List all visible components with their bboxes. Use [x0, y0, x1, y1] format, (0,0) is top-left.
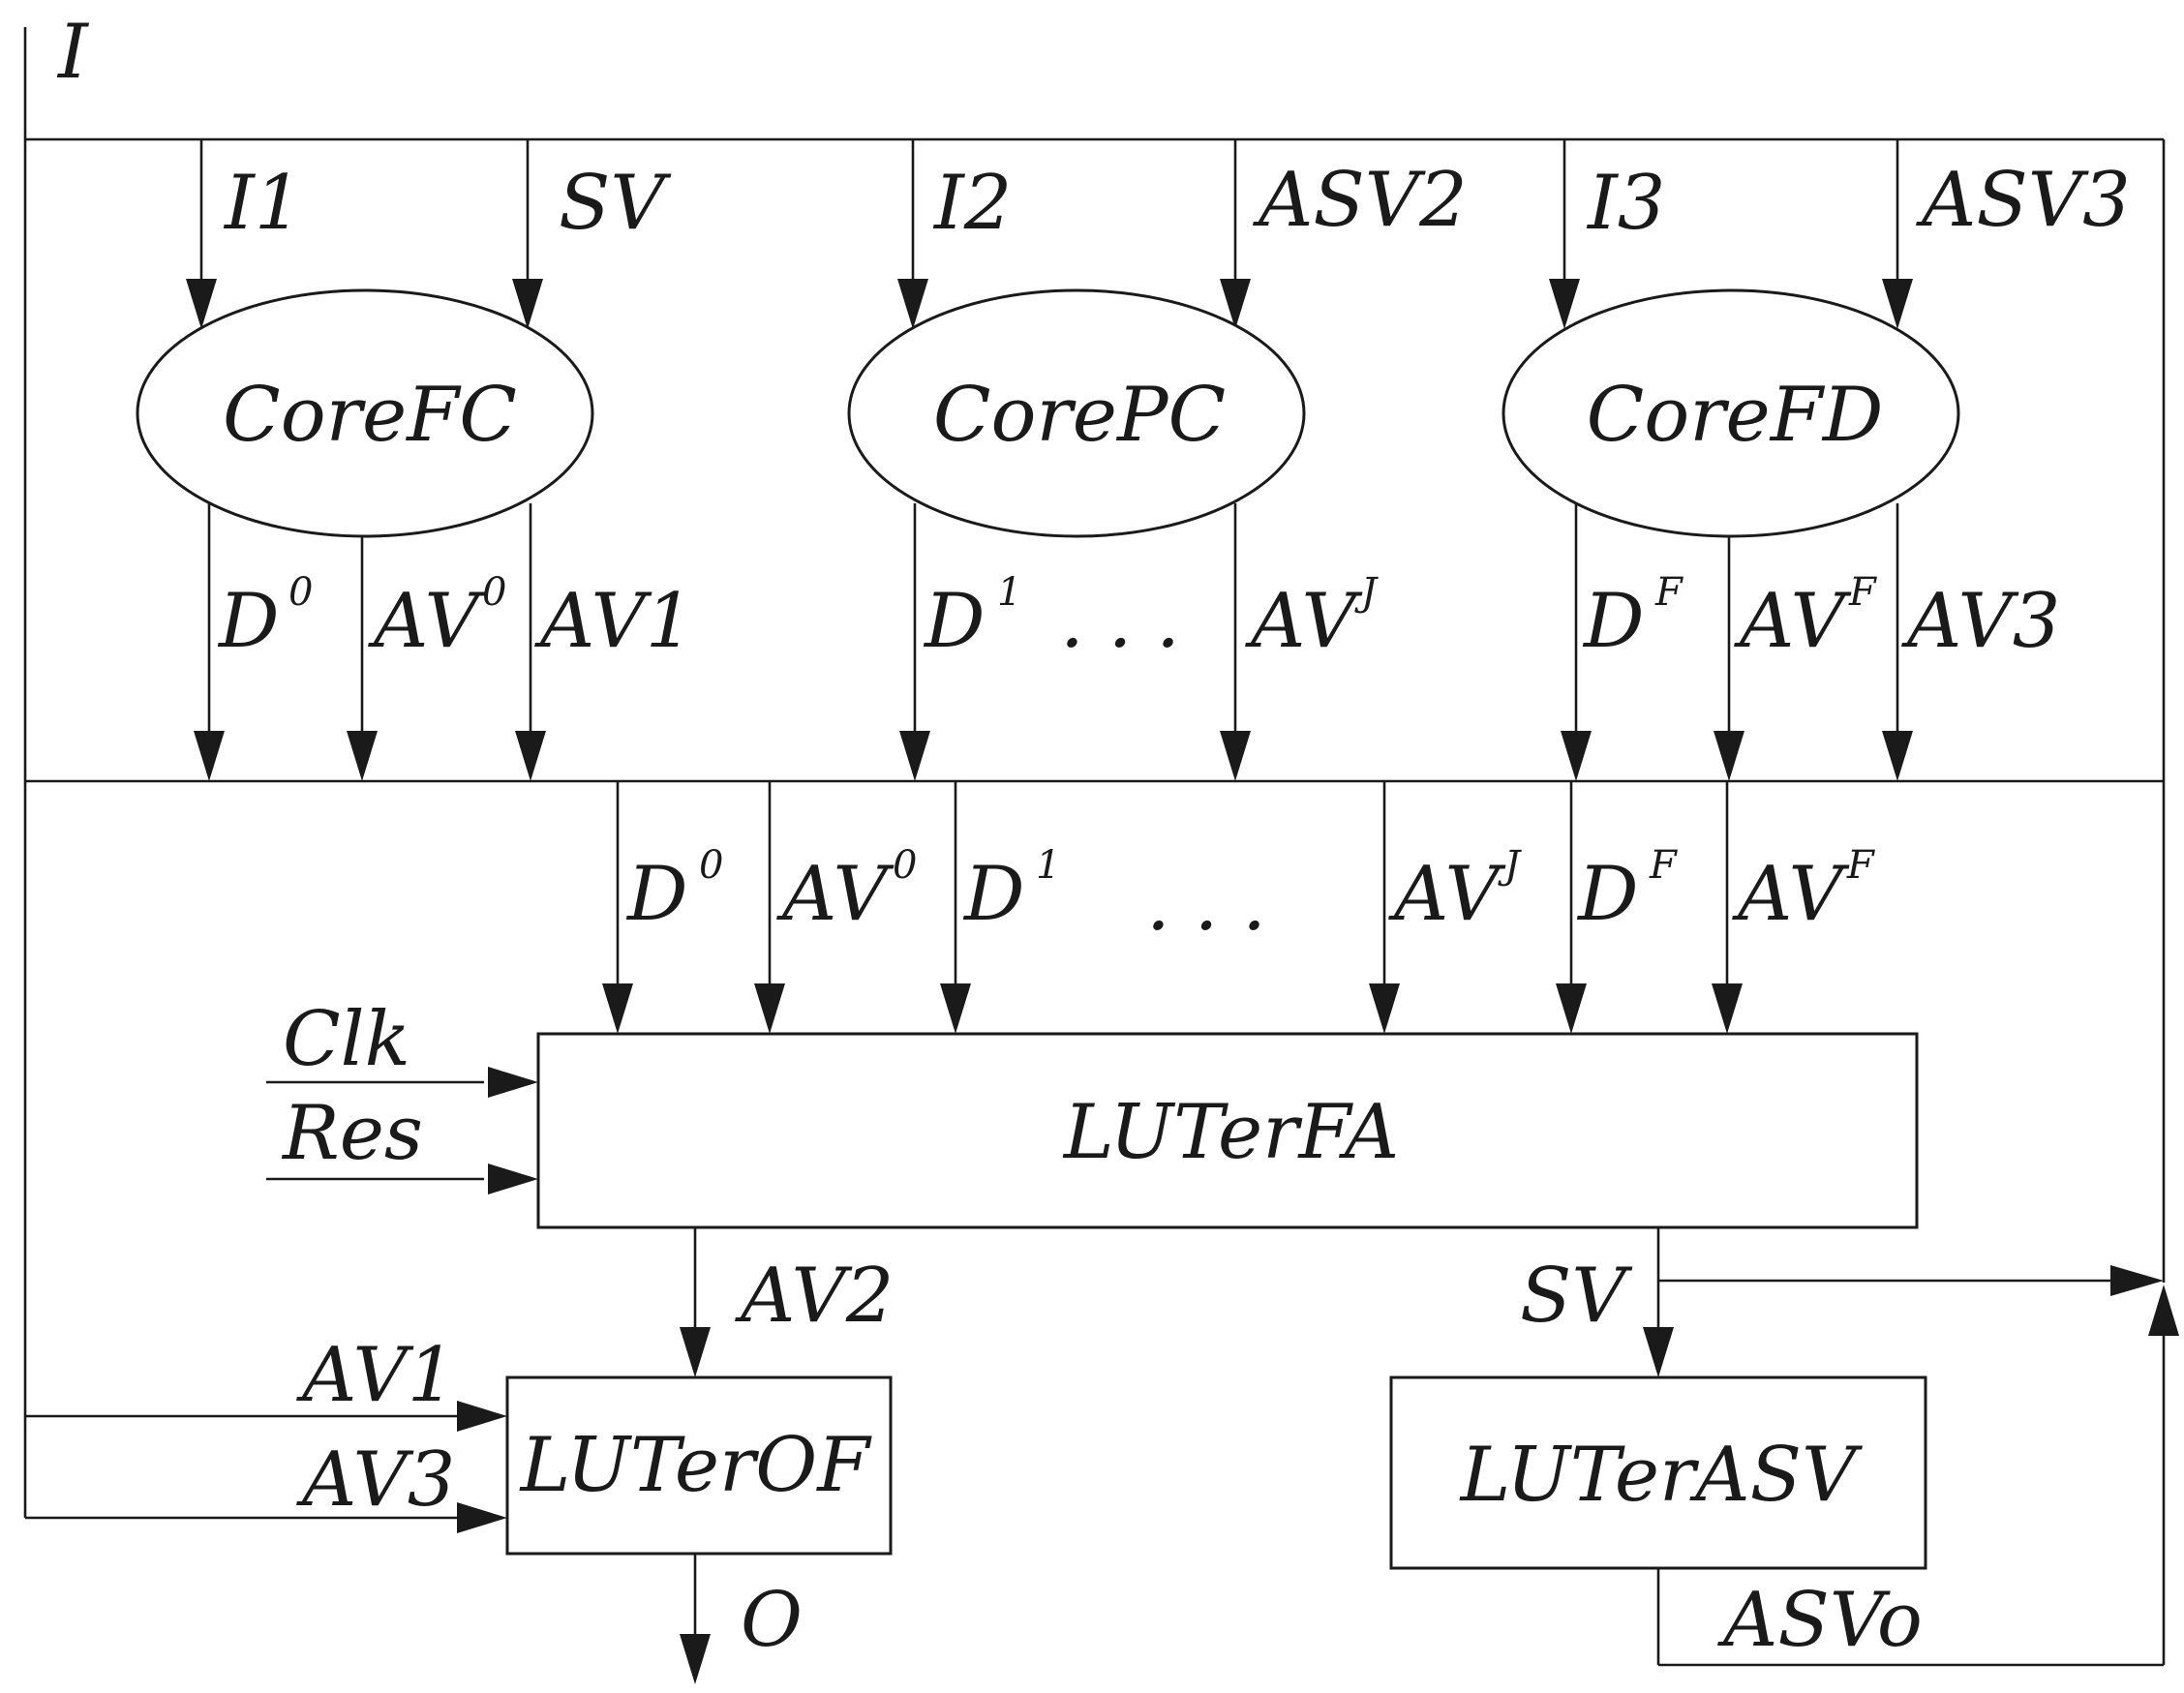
- avf-out-sup: F: [1848, 570, 1877, 615]
- fa-avf-label: AV: [1732, 851, 1849, 938]
- fa-d0-sup: 0: [699, 843, 723, 888]
- i3-label: I3: [1586, 160, 1665, 247]
- df-out-label: D: [1582, 578, 1645, 665]
- luterof-label: LUTerOF: [519, 1422, 873, 1509]
- i1-label: I1: [223, 160, 302, 247]
- sv-out-label: SV: [1520, 1253, 1632, 1340]
- avf-out-arrowhead: [1714, 731, 1744, 781]
- core-pc-label: CorePC: [933, 372, 1226, 459]
- av1-of-label: AV1: [296, 1332, 455, 1419]
- core-fd-label: CoreFD: [1587, 372, 1884, 459]
- asv2-label: ASV2: [1253, 157, 1468, 244]
- fa-d1-sup: 1: [1036, 843, 1060, 888]
- av1-out-arrowhead: [515, 731, 546, 781]
- sv-in-label: SV: [559, 160, 671, 247]
- asv3-arrowhead: [1882, 279, 1913, 329]
- arrowheads: [186, 279, 2179, 1684]
- av1-of-arrowhead: [457, 1401, 507, 1432]
- core-ellipsis: . . .: [1060, 578, 1180, 665]
- avj-out-arrowhead: [1220, 731, 1251, 781]
- av0-out-arrowhead: [347, 731, 378, 781]
- fa-d0-arrowhead: [602, 983, 633, 1034]
- fa-df-sup: F: [1649, 843, 1678, 888]
- luterasv-block: [1389, 1376, 1927, 1570]
- fa-avj-label: AV: [1388, 851, 1505, 938]
- shapes: [136, 288, 1960, 1570]
- fa-avf-arrowhead: [1712, 983, 1743, 1034]
- df-out-sup: F: [1654, 570, 1684, 615]
- core-fc-label: CoreFC: [223, 372, 517, 459]
- asv2-arrowhead: [1220, 279, 1251, 329]
- av3-out-label: AV3: [1901, 578, 2060, 665]
- d1-out-sup: 1: [997, 570, 1021, 615]
- i1-arrowhead: [186, 279, 217, 329]
- fa-av0-sup: 0: [893, 843, 917, 888]
- o-label: O: [741, 1577, 803, 1664]
- fa-d1-label: D: [962, 851, 1025, 938]
- av2-arrowhead: [680, 1327, 711, 1377]
- av0-out-sup: 0: [482, 570, 506, 615]
- sv-feedback-arrowhead: [2110, 1265, 2164, 1296]
- asvo-arrowhead: [2148, 1285, 2179, 1336]
- clk-label: Clk: [283, 996, 410, 1083]
- wires: [23, 27, 2166, 1667]
- clk-arrowhead: [488, 1067, 538, 1098]
- fa-avj-sup: J: [1498, 843, 1522, 888]
- luterasv-label: LUTerASV: [1459, 1432, 1863, 1519]
- d1-out-arrowhead: [899, 731, 930, 781]
- i2-label: I2: [932, 160, 1012, 247]
- av1-out-label: AV1: [534, 578, 693, 665]
- asv3-label: ASV3: [1916, 157, 2131, 244]
- res-label: Res: [281, 1090, 423, 1177]
- luterfa-block: [536, 1032, 1919, 1229]
- luterof-block: [505, 1376, 893, 1556]
- fa-df-label: D: [1576, 851, 1639, 938]
- d0-out-arrowhead: [194, 731, 225, 781]
- fa-d1-arrowhead: [940, 983, 971, 1034]
- sv-out-arrowhead: [1643, 1327, 1674, 1377]
- av3-of-label: AV3: [296, 1436, 455, 1524]
- avj-out-sup: J: [1354, 570, 1379, 615]
- d1-out-label: D: [923, 578, 986, 665]
- avj-out-label: AV: [1245, 578, 1362, 665]
- av2-label: AV2: [735, 1253, 894, 1340]
- fa-ellipsis: . . .: [1146, 861, 1266, 948]
- core-fc-ellipse: [136, 288, 594, 538]
- core-fd-ellipse: [1502, 288, 1960, 538]
- i2-arrowhead: [897, 279, 928, 329]
- df-out-arrowhead: [1561, 731, 1592, 781]
- fa-avj-arrowhead: [1369, 983, 1400, 1034]
- av0-out-label: AV: [368, 578, 485, 665]
- d0-out-label: D: [217, 578, 280, 665]
- avf-out-label: AV: [1734, 578, 1851, 665]
- labels: I I1 SV I2 ASV2 I3 ASV3 CoreFC CorePC Co…: [56, 9, 2131, 1664]
- fa-av0-arrowhead: [754, 983, 785, 1034]
- asvo-label: ASVo: [1717, 1577, 1923, 1664]
- i3-arrowhead: [1549, 279, 1580, 329]
- d0-out-sup: 0: [288, 570, 313, 615]
- av3-out-arrowhead: [1882, 731, 1913, 781]
- fa-av0-label: AV: [776, 851, 894, 938]
- o-arrowhead: [680, 1634, 711, 1684]
- res-arrowhead: [488, 1164, 538, 1194]
- av3-of-arrowhead: [457, 1502, 507, 1533]
- core-pc-ellipse: [847, 288, 1306, 538]
- fa-df-arrowhead: [1556, 983, 1587, 1034]
- luterfa-label: LUTerFA: [1062, 1089, 1399, 1176]
- bus-i-label: I: [56, 9, 90, 96]
- fa-avf-sup: F: [1846, 843, 1875, 888]
- fa-d0-label: D: [625, 851, 688, 938]
- sv-in-arrowhead: [512, 279, 543, 329]
